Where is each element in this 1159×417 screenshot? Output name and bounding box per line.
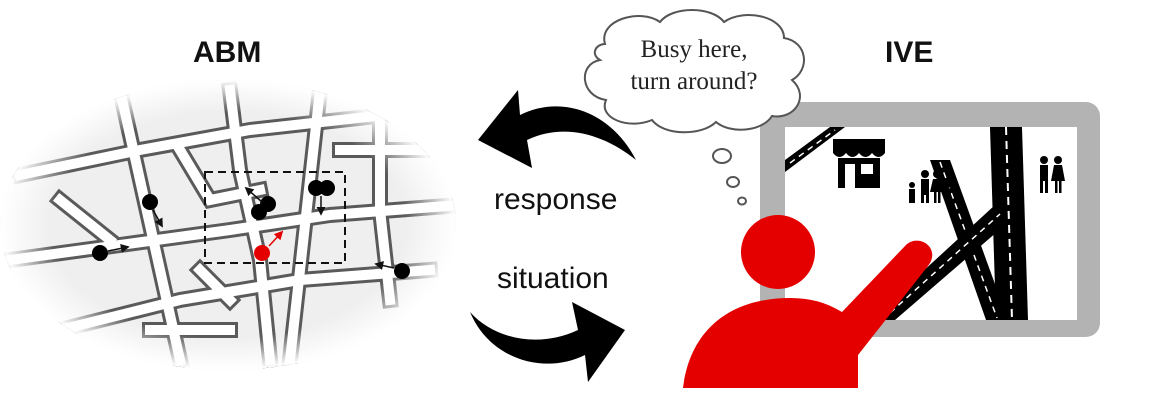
agent-direction-arrow [268, 230, 284, 247]
person-pointing-icon [683, 215, 933, 388]
agent-dot-icon [319, 180, 335, 196]
agent-dot-icon highlighted-agent [254, 245, 270, 261]
ive-title: IVE [885, 36, 934, 69]
couple-icon [1040, 156, 1065, 193]
agent-dot-icon [394, 263, 410, 279]
situation-arrow [470, 302, 625, 382]
thought-line-1: Busy here, [640, 36, 748, 63]
agent-direction-arrow [244, 186, 263, 203]
thought-bubble [583, 9, 805, 206]
thought-line-2: turn around? [630, 68, 758, 95]
abm-title: ABM [193, 36, 262, 69]
abm-street-map [0, 80, 456, 370]
road-diagonal-left [785, 127, 845, 172]
family-icon [909, 170, 951, 203]
screen-content [785, 127, 1077, 320]
agent-dot-icon [92, 245, 108, 261]
ive-screen [760, 102, 1100, 337]
shop-icon [833, 139, 885, 188]
agent-direction-arrow [107, 243, 130, 253]
curved-arrow-icon [478, 90, 636, 168]
situation-label: situation [497, 262, 609, 295]
road-vertical [990, 126, 1028, 321]
agent-direction-arrow [152, 209, 163, 228]
agent-dots [92, 180, 410, 279]
agent-dot-icon [308, 180, 324, 196]
agent-direction-arrow [374, 261, 395, 270]
agent-dot-icon [142, 194, 158, 210]
response-arrow [478, 90, 636, 168]
thought-bubble-text: Busy here, turn around? [580, 34, 808, 98]
response-label: response [494, 183, 618, 216]
focus-region-box [204, 171, 346, 264]
curved-arrow-icon [470, 302, 625, 382]
agent-dot-icon [260, 196, 276, 212]
